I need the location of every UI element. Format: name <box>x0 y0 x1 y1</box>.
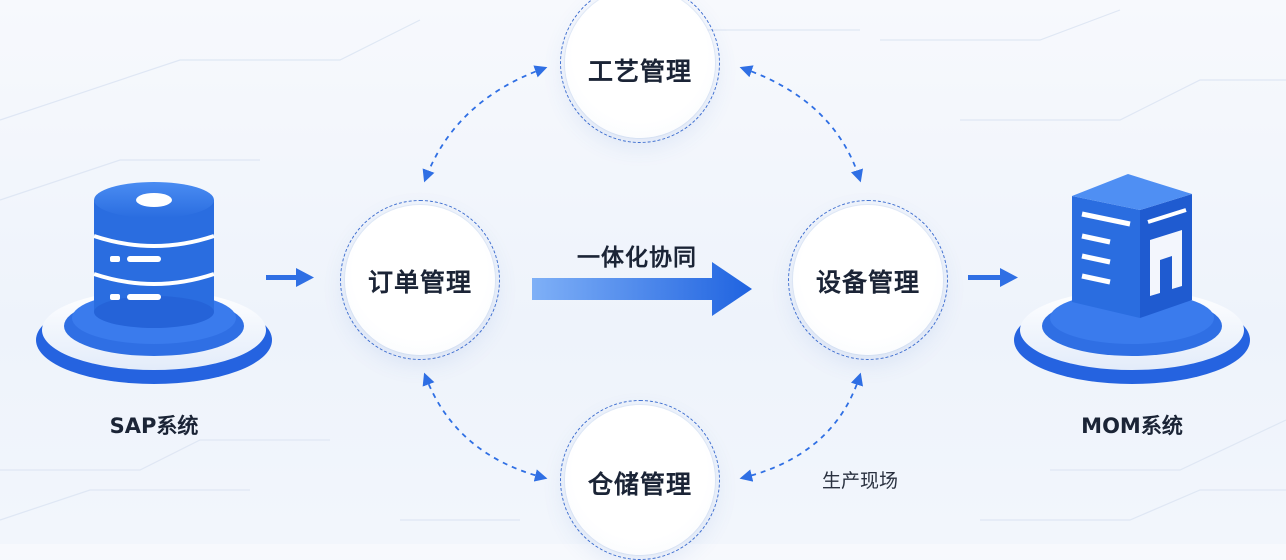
field-note-label: 生产现场 <box>822 470 899 492</box>
connector-left-bottom <box>422 372 548 482</box>
node-left-label: 订单管理 <box>367 268 472 297</box>
database-icon <box>36 182 272 384</box>
node-right-ring <box>788 200 948 360</box>
node-left-ring <box>340 200 500 360</box>
factory-building-icon <box>1014 174 1250 384</box>
sap-to-order-arrow <box>266 268 314 287</box>
diagram-canvas <box>0 9 1286 521</box>
background-lines <box>0 9 1286 521</box>
center-arrow <box>532 262 752 316</box>
equipment-to-mom-arrow <box>968 268 1018 287</box>
node-top-ring <box>560 0 720 143</box>
center-arrow-label: 一体化协同 <box>577 245 697 271</box>
cycle-connectors <box>422 65 864 482</box>
connector-top-left <box>422 65 548 183</box>
node-top-label: 工艺管理 <box>587 57 692 86</box>
mom-system-label: MOM系统 <box>1081 414 1183 438</box>
node-bottom-label: 仓储管理 <box>587 470 692 499</box>
node-right-label: 设备管理 <box>815 268 920 297</box>
connector-top-right <box>739 65 864 183</box>
sap-system-label: SAP系统 <box>109 414 199 438</box>
connector-right-bottom <box>739 372 864 482</box>
